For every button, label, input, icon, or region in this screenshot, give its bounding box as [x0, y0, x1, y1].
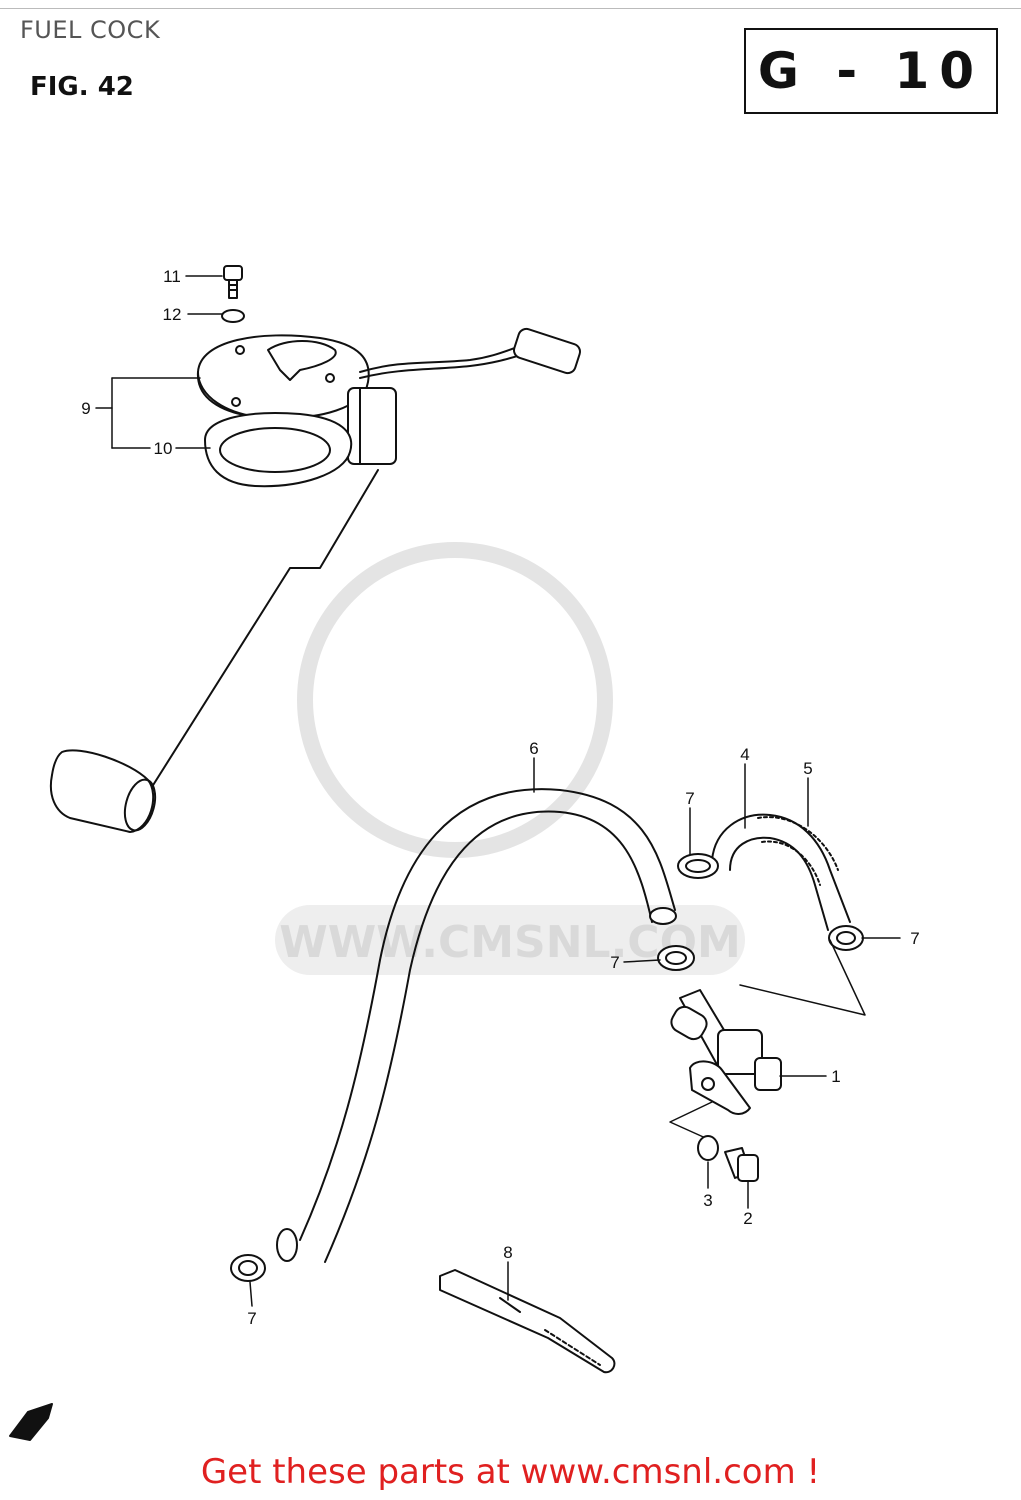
clamp-7a — [677, 853, 719, 879]
leader-lines — [95, 275, 901, 1307]
washer-3 — [697, 1135, 719, 1161]
page-title: FUEL COCK — [20, 16, 161, 44]
hose-4-protector-5 — [711, 813, 851, 931]
callout-11: 11 — [163, 267, 181, 286]
callout-7d: 7 — [247, 1309, 256, 1328]
callout-7c: 7 — [910, 929, 919, 948]
float — [50, 749, 157, 833]
screw-2 — [724, 1147, 759, 1182]
callout-8: 8 — [503, 1243, 512, 1262]
callout-10: 10 — [154, 439, 173, 458]
callout-7b: 7 — [610, 953, 619, 972]
front-arrow-icon — [9, 1403, 53, 1441]
fuel-gauge-unit — [196, 327, 581, 465]
top-rule — [0, 8, 1021, 9]
clamp-7b — [657, 945, 695, 971]
callout-3: 3 — [703, 1191, 712, 1210]
callout-12: 12 — [163, 305, 182, 324]
clamp-7c — [828, 925, 864, 951]
callout-2: 2 — [743, 1209, 752, 1228]
section-code-box: G - 10 — [744, 28, 998, 114]
band-8 — [439, 1269, 616, 1374]
callout-9: 9 — [81, 399, 90, 418]
clamp-7d — [230, 1254, 266, 1282]
fuel-hose-6 — [276, 788, 677, 1263]
buy-parts-link[interactable]: Get these parts at www.cmsnl.com ! — [200, 1452, 821, 1492]
callout-6: 6 — [529, 739, 538, 758]
float-arm — [149, 469, 379, 791]
fuel-cock — [669, 939, 866, 1141]
figure-label: FIG. 42 — [30, 72, 134, 102]
callout-1: 1 — [831, 1067, 840, 1086]
callout-4: 4 — [740, 745, 749, 764]
washer-12 — [221, 309, 245, 323]
callout-5: 5 — [803, 759, 812, 778]
bolt-11 — [223, 265, 243, 299]
callout-7a: 7 — [685, 789, 694, 808]
gasket-10 — [204, 412, 353, 488]
